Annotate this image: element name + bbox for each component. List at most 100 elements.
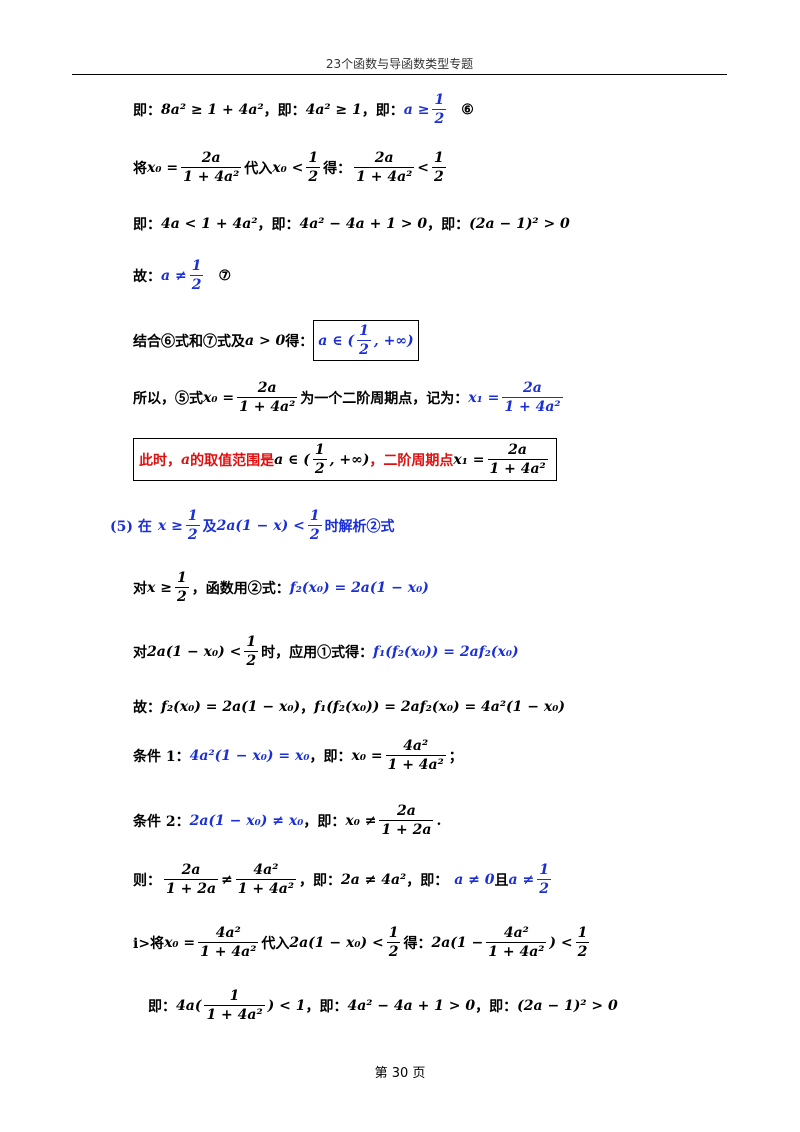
numerator: 1 (434, 92, 445, 108)
numerator: 1 (246, 634, 257, 650)
text: 即： (133, 102, 161, 119)
formula: 4a < 1 + 4a² (161, 216, 258, 232)
numerator: 1 (229, 988, 240, 1004)
text: 时解析②式 (324, 518, 395, 535)
text: ，函数用②式： (191, 580, 290, 597)
denominator: 2 (189, 275, 204, 294)
numerator: 1 (359, 323, 369, 339)
text: 即： (148, 998, 176, 1015)
denominator: 2 (357, 340, 371, 359)
text: ，即： (427, 217, 470, 233)
text: 结合⑥式和⑦式及 (133, 333, 245, 350)
text: 则： (133, 872, 161, 889)
text: ，即： (263, 102, 306, 119)
denominator: 2 (537, 879, 551, 898)
numerator: 1 (308, 150, 319, 166)
formula: x₀ = (164, 934, 196, 951)
formula: 2a ≠ 4a² (340, 871, 407, 888)
formula: f₂(x₀) = 2a(1 − x₀) (161, 699, 301, 715)
numerator: 4a² (503, 925, 529, 941)
formula: f₁(f₂(x₀)) = 2af₂(x₀) = 4a²(1 − x₀) (314, 699, 565, 715)
formula: 2a(1 − x₀) ≠ x₀ (189, 812, 304, 829)
numerator: 2a (181, 862, 201, 878)
text: ，二阶周期点 (369, 452, 454, 469)
formula: x₀ < (272, 159, 304, 176)
formula: 2a(1 − x) < (216, 517, 305, 534)
numerator: 2a (508, 442, 527, 458)
text: 及 (202, 518, 217, 535)
text: 故： (133, 268, 161, 285)
formula: f₂(x₀) = 2a(1 − x₀) (289, 579, 429, 596)
denominator: 1 + 2a (379, 820, 434, 839)
denominator: 1 + 4a² (502, 397, 563, 416)
formula: x₀ = (203, 389, 235, 406)
text: i>将 (133, 935, 165, 952)
text: 此时， (139, 452, 181, 469)
formula: ) < 1 (267, 997, 306, 1014)
circled-label: ⑦ (218, 267, 231, 284)
text: 代入 (261, 935, 290, 952)
formula: 8a² ≥ 1 + 4a² (161, 101, 264, 118)
denominator: 1 + 4a² (235, 879, 296, 898)
formula: 4a²(1 − x₀) = x₀ (189, 747, 310, 764)
header-rule (72, 74, 727, 75)
numerator: 1 (539, 862, 549, 878)
formula: a ∈ ( (274, 451, 310, 468)
numerator: 1 (314, 442, 325, 458)
formula: ≠ (221, 871, 233, 888)
numerator: 1 (388, 925, 399, 941)
formula: a ∈ ( (318, 332, 355, 349)
text: ，即： (257, 217, 300, 233)
numerator: 2a (374, 150, 394, 166)
formula: x ≥ (147, 579, 172, 596)
formula: x ≥ (157, 517, 183, 534)
math-line-11: 故： f₂(x₀) = 2a(1 − x₀) ， f₁(f₂(x₀)) = 2a… (133, 697, 565, 717)
denominator: 1 + 4a² (486, 942, 547, 961)
formula: 2a(1 − (431, 934, 484, 951)
page-number: 第 30 页 (374, 1066, 426, 1081)
numerator: 4a² (403, 738, 429, 754)
formula: < (417, 159, 430, 176)
text: 所以，⑤式 (133, 390, 203, 407)
text: 条件 2： (133, 813, 190, 830)
numerator: 4a² (253, 862, 279, 878)
text: ； (448, 748, 463, 765)
numerator: 2a (257, 380, 277, 396)
formula: 4a( (176, 997, 202, 1014)
formula: x₀ = (351, 747, 383, 764)
formula: 2a(1 − x₀) < (289, 934, 384, 951)
denominator: 1 + 4a² (181, 167, 242, 186)
denominator: 1 + 4a² (198, 942, 259, 961)
text: ， (300, 700, 315, 716)
denominator: 2 (174, 587, 189, 606)
text: 得： (285, 333, 314, 350)
numerator: 1 (309, 508, 320, 524)
denominator: 2 (432, 109, 447, 128)
text: ，即： (298, 872, 341, 889)
text: 条件 1： (133, 748, 190, 765)
denominator: 2 (312, 459, 327, 478)
formula: x₁ = (468, 389, 500, 406)
denominator: 2 (306, 167, 321, 186)
